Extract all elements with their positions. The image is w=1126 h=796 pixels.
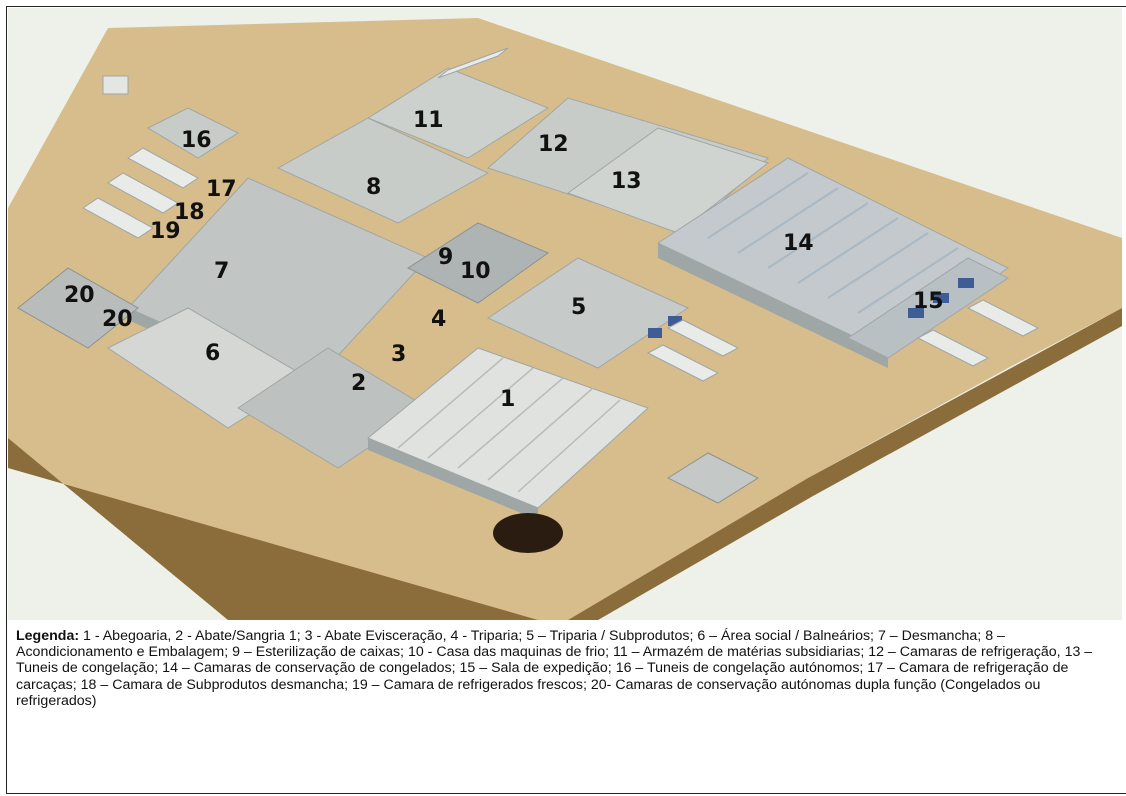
area-label-19: 19: [150, 219, 181, 244]
trucks-right: [646, 299, 1040, 382]
building-13-roof: [566, 127, 770, 234]
area-labels: 1 2 3 4 5 6 7 8 9 10 11 12 13 14 15 16 1…: [64, 108, 944, 412]
area-label-4: 4: [431, 307, 446, 332]
building-5-docks: [648, 316, 682, 338]
ground-edge: [568, 308, 1122, 620]
building-11-roof: [366, 67, 550, 159]
area-label-18: 18: [174, 200, 205, 225]
area-label-14: 14: [783, 231, 814, 256]
area-label-3: 3: [391, 342, 406, 367]
building-1-wall: [368, 438, 538, 520]
area-label-15: 15: [913, 289, 944, 314]
area-label-16: 16: [181, 128, 212, 153]
ground-shadow: [8, 438, 568, 620]
plant-3d-view: 1 2 3 4 5 6 7 8 9 10 11 12 13 14 15 16 1…: [8, 18, 1122, 620]
area-label-20b: 20: [102, 307, 133, 332]
building-1-roof: [367, 347, 649, 509]
figure-frame: [6, 6, 1126, 794]
building-5-roof: [486, 257, 690, 369]
building-20-roof: [17, 267, 139, 349]
building-14-wall: [658, 243, 888, 368]
area-label-17: 17: [206, 177, 237, 202]
wastewater-unit: [666, 452, 760, 504]
trailers-left: [82, 47, 509, 239]
legend-heading: Legenda:: [16, 628, 80, 644]
area-label-1: 1: [500, 387, 515, 412]
building-9-10-roof: [406, 222, 550, 304]
legend-text: 1 - Abegoaria, 2 - Abate/Sangria 1; 3 - …: [16, 628, 1093, 709]
building-14-racks: [707, 172, 959, 314]
area-label-11: 11: [413, 108, 444, 133]
plant-rendering: 1 2 3 4 5 6 7 8 9 10 11 12 13 14 15 16 1…: [8, 8, 1122, 620]
building-1-pens: [397, 357, 621, 493]
area-label-9: 9: [438, 245, 453, 270]
legend: Legenda: 1 - Abegoaria, 2 - Abate/Sangri…: [16, 628, 1116, 709]
area-label-13: 13: [611, 169, 642, 194]
area-label-8: 8: [366, 175, 381, 200]
area-label-6: 6: [205, 341, 220, 366]
shed: [102, 75, 129, 95]
area-label-12: 12: [538, 132, 569, 157]
area-label-2: 2: [351, 371, 366, 396]
pond: [493, 513, 563, 553]
area-label-5: 5: [571, 295, 586, 320]
area-label-10: 10: [460, 259, 491, 284]
building-8-roof: [276, 117, 490, 224]
area-label-7: 7: [214, 259, 229, 284]
building-15-docks: [908, 278, 974, 318]
building-16-roof: [146, 107, 240, 159]
area-label-20a: 20: [64, 283, 95, 308]
